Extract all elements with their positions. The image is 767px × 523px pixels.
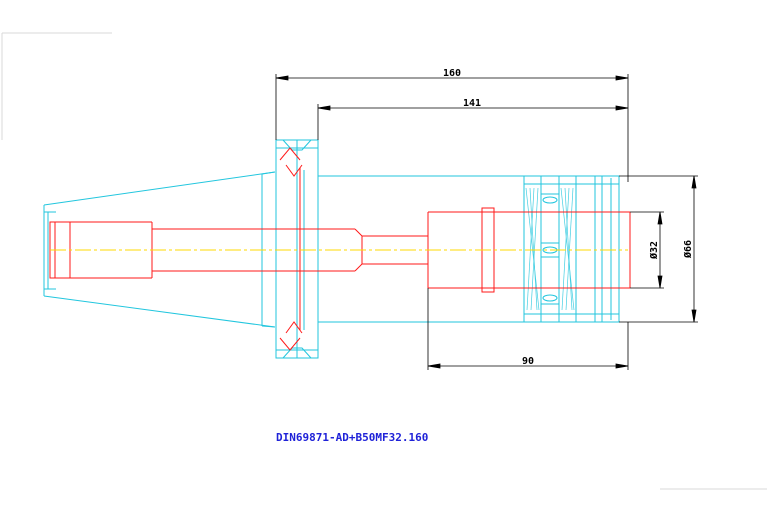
clamping-nut [523,175,620,323]
internal-bore-hidden [49,207,631,293]
part-number-caption: DIN69871-AD+B50MF32.160 [276,431,428,444]
dimension-nose-length [427,288,629,370]
chuck-body [318,175,528,323]
dimension-outer-diameter-label: Ø66 [682,240,694,259]
flange [275,139,319,359]
flange-groove-hidden [279,147,303,351]
dimension-chuck-length-label: 141 [463,98,481,109]
dimension-bore-diameter [630,211,664,289]
dimension-overall-length [275,74,629,182]
knurl-pattern [525,187,575,311]
dimension-nose-length-label: 90 [522,356,534,367]
nut-ball-slots [542,196,558,302]
dimension-overall-length-label: 160 [443,68,461,79]
dimension-chuck-length [317,104,629,140]
dimension-bore-diameter-label: Ø32 [648,241,660,260]
dimension-outer-diameter [619,175,698,323]
frame-corner-top-left [1,32,112,140]
taper-shank [43,171,276,328]
